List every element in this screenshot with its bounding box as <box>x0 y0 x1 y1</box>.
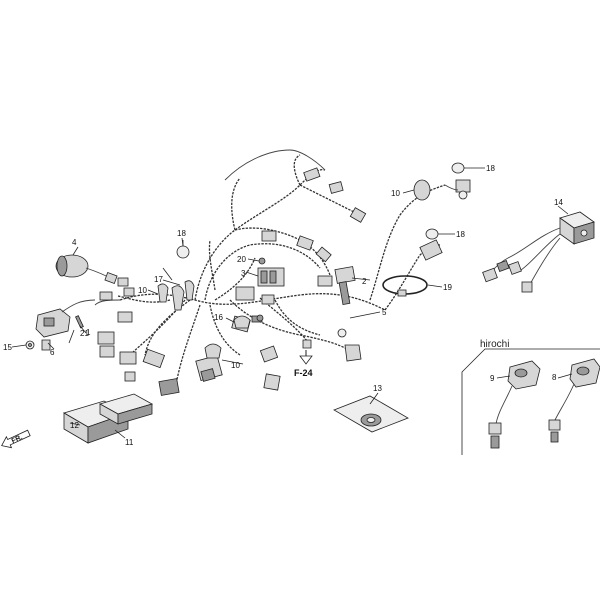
reference-label: F-24 <box>294 368 313 378</box>
callout-9: 9 <box>490 374 495 383</box>
part-13-sticker <box>333 395 409 433</box>
callout-8: 8 <box>552 373 557 382</box>
callout-12: 12 <box>70 421 79 430</box>
harness-connectors <box>75 167 367 396</box>
callout-10-left: 10 <box>138 286 147 295</box>
ecu-units <box>63 393 154 444</box>
callout-6: 6 <box>50 348 55 357</box>
callout-4: 4 <box>72 238 77 247</box>
callout-16: 16 <box>214 313 223 322</box>
leader-lines <box>11 167 573 439</box>
callout-11: 11 <box>125 438 134 447</box>
callout-20: 20 <box>237 255 246 264</box>
callout-18-left: 18 <box>177 229 186 238</box>
callout-1: 1 <box>86 328 91 337</box>
callout-15: 15 <box>3 343 12 352</box>
part-14-sub-harness <box>482 211 595 293</box>
callout-18-right: 18 <box>456 230 465 239</box>
callout-5: 5 <box>382 308 387 317</box>
part-6-switch-assembly <box>25 299 96 351</box>
callout-10-bottom: 10 <box>231 361 240 370</box>
callout-3: 3 <box>241 269 246 278</box>
inset-box <box>461 348 600 455</box>
callout-2: 2 <box>362 277 367 286</box>
reference-arrow: F-24 <box>294 350 313 378</box>
callout-numbers: 1 2 3 4 5 6 8 9 10 10 10 11 12 13 14 15 … <box>3 164 563 447</box>
callout-14: 14 <box>554 198 563 207</box>
top-right-parts <box>413 162 471 261</box>
front-label: FR. <box>11 434 24 445</box>
front-direction-marker: FR. <box>1 429 31 449</box>
part-4-assembly <box>55 254 129 287</box>
watermark-text: hirochi <box>480 339 509 350</box>
callout-13: 13 <box>373 384 382 393</box>
callout-18-top: 18 <box>486 164 495 173</box>
part-19-band <box>382 275 428 297</box>
callout-19: 19 <box>443 283 452 292</box>
callout-17: 17 <box>154 275 163 284</box>
callout-10-top-right: 10 <box>391 189 400 198</box>
callout-21: 21 <box>80 329 89 338</box>
